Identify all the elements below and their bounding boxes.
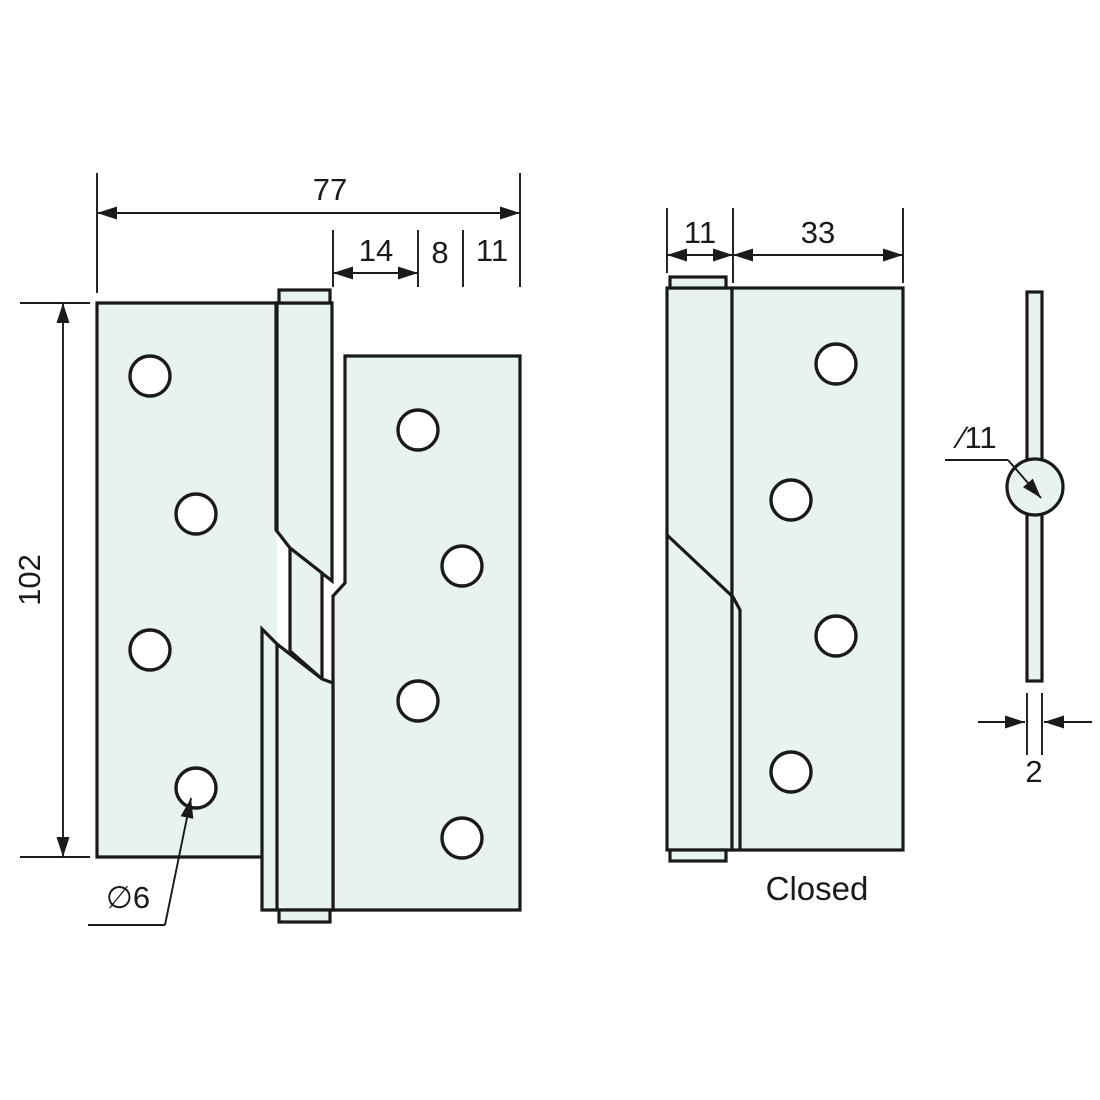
screw-hole <box>814 342 858 386</box>
dim-knuckle-width-value: 11 <box>476 233 508 268</box>
closed-pin-cap-top <box>668 275 728 290</box>
dim-knuckle-offset-value: 14 <box>359 233 393 268</box>
screw-hole <box>396 408 440 452</box>
screw-hole <box>814 614 858 658</box>
open-view: 77 14 8 11 102 ∅6 <box>12 172 522 926</box>
screw-hole <box>396 679 440 723</box>
screw-hole <box>440 816 484 860</box>
dim-gap-value: 8 <box>431 235 448 270</box>
pin-cap-bottom <box>277 908 332 924</box>
dim-closed-widths: 11 33 <box>666 208 904 283</box>
dim-height-value: 102 <box>12 554 47 606</box>
pin-cap-top <box>277 288 332 305</box>
screw-hole <box>128 354 172 398</box>
screw-hole <box>174 766 218 810</box>
screw-hole <box>440 544 484 588</box>
screw-hole <box>174 492 218 536</box>
closed-view-screw-holes <box>769 342 858 794</box>
dim-pin-diameter-value: ∕11 <box>952 420 996 455</box>
dim-closed-knuckle-value: 11 <box>684 215 716 250</box>
closed-knuckle <box>665 286 734 852</box>
dim-height: 102 <box>12 302 90 858</box>
open-view-plates <box>97 288 522 924</box>
closed-cam-line <box>665 533 742 850</box>
dim-knuckle-group: 14 8 11 <box>332 230 508 287</box>
upper-knuckle <box>274 301 334 585</box>
dim-total-width-value: 77 <box>313 172 347 207</box>
closed-leaf <box>730 286 905 852</box>
closed-view: 11 33 Closed <box>665 208 905 907</box>
closed-pin-cap-bottom <box>668 848 728 863</box>
closed-view-label: Closed <box>766 870 869 907</box>
left-leaf-outline <box>95 301 279 859</box>
screw-hole <box>128 628 172 672</box>
left-leaf-plate <box>97 303 277 857</box>
screw-hole <box>769 478 813 522</box>
side-view: ∕11 2 <box>945 290 1092 789</box>
callout-screw-hole: ∅6 <box>88 797 194 926</box>
open-view-screw-holes <box>128 354 484 860</box>
dim-thickness-value: 2 <box>1025 754 1042 789</box>
dim-thickness: 2 <box>978 693 1092 789</box>
screw-hole <box>769 750 813 794</box>
dim-closed-leaf-value: 33 <box>801 215 835 250</box>
callout-pin-diameter: ∕11 <box>945 420 1042 499</box>
dim-total-width: 77 <box>96 172 521 293</box>
dim-screw-hole-value: ∅6 <box>106 880 150 915</box>
